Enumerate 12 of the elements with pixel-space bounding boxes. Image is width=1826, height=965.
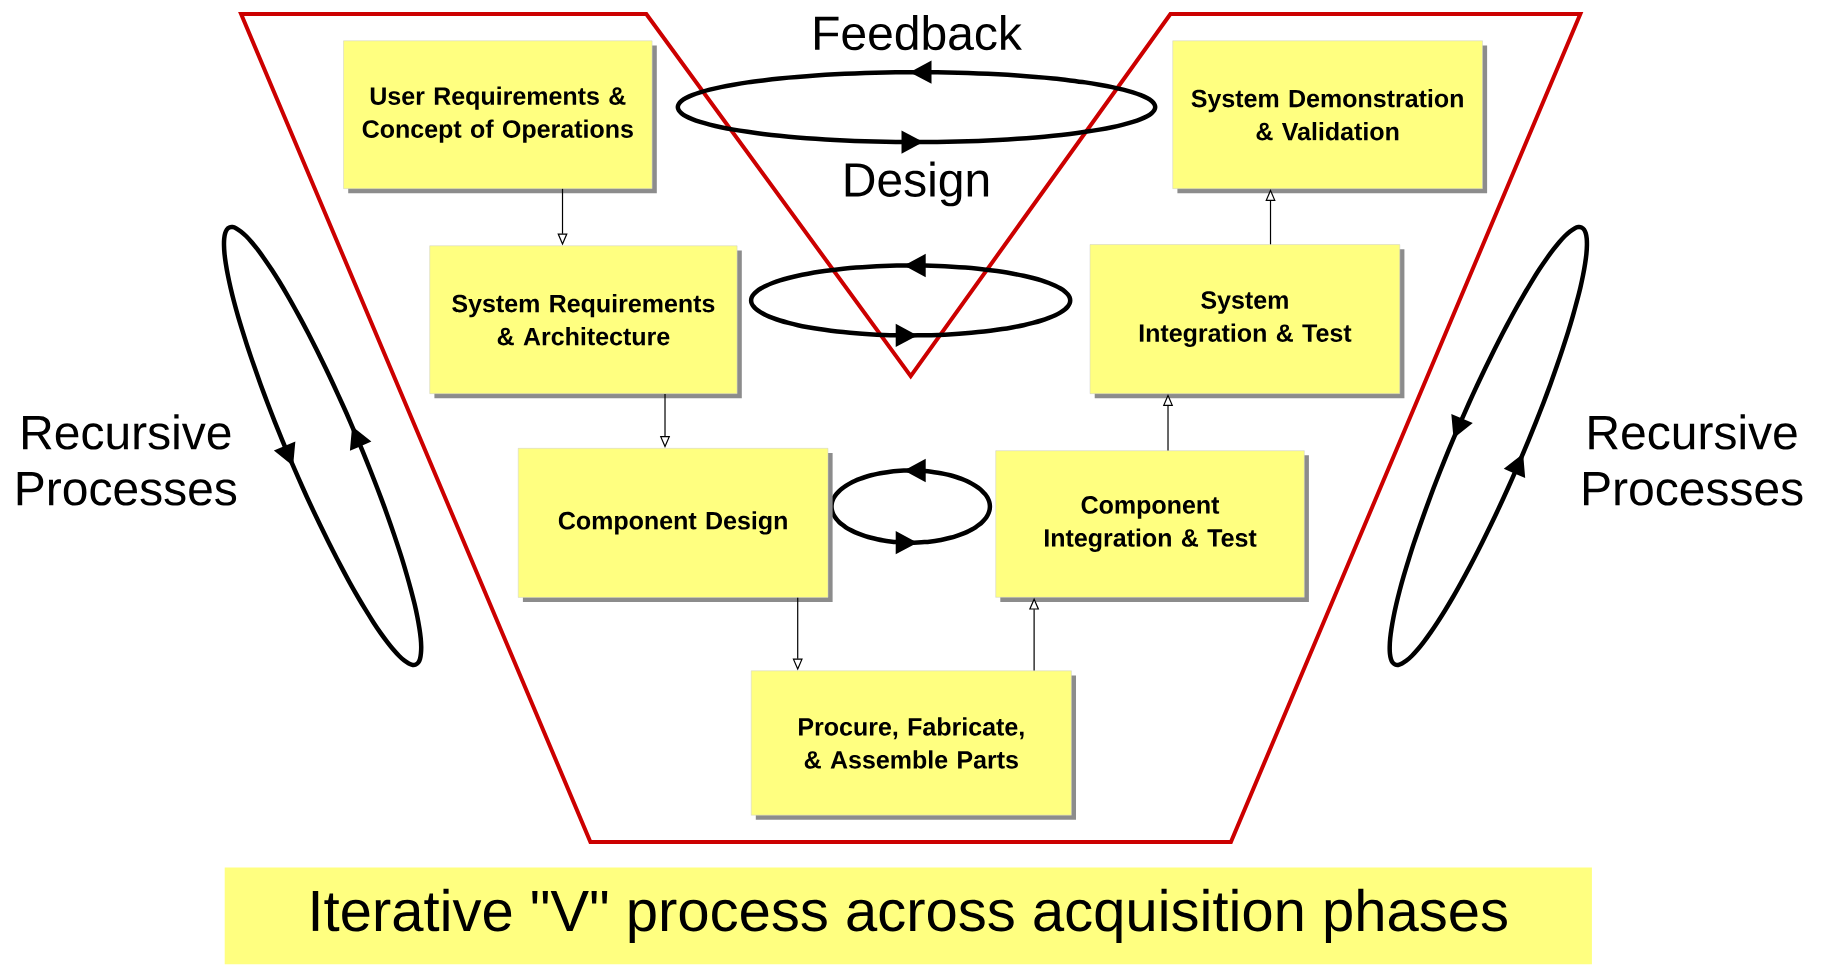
process-box: System Integration & Test xyxy=(1089,244,1405,399)
process-label: Feedback xyxy=(815,14,1022,51)
process-label: Recursive Processes xyxy=(1584,414,1803,506)
process-label: Design xyxy=(845,161,989,207)
process-box: System Demonstration & Validation xyxy=(1172,40,1488,194)
process-box: User Requirements & Concept of Operations xyxy=(343,40,657,194)
caption-banner: Iterative "V" process across acquisition phases xyxy=(224,867,1592,965)
process-box: Component Integration & Test xyxy=(995,450,1309,603)
process-box: Component Design xyxy=(517,448,833,603)
process-label: Recursive Processes xyxy=(17,414,237,506)
process-box: System Requirements & Architecture xyxy=(429,245,742,399)
process-box: Procure, Fabricate, & Assemble Parts xyxy=(750,670,1076,820)
